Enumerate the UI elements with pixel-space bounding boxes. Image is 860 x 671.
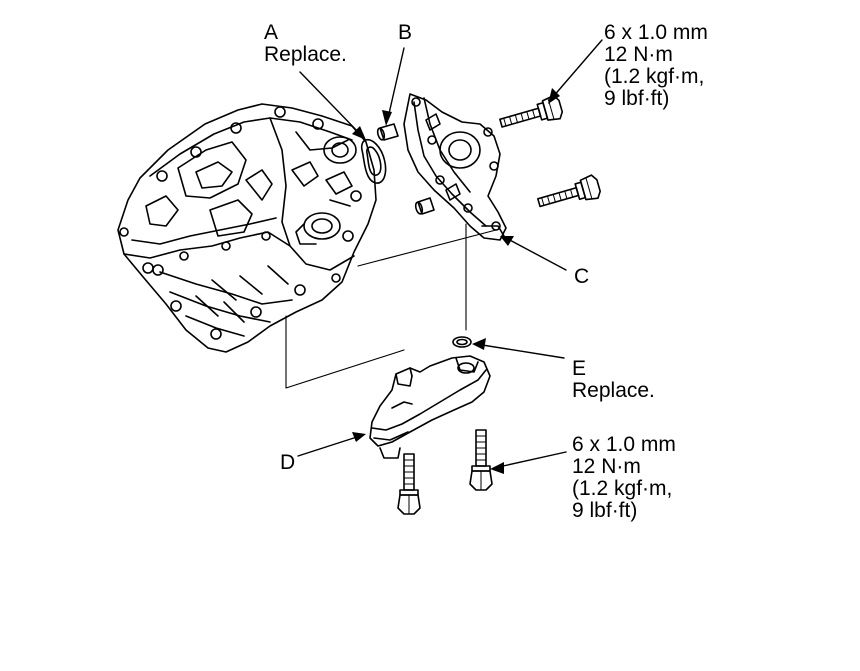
torque-spec-bottom: 6 x 1.0 mm 12 N·m (1.2 kgf·m, 9 lbf·ft) [572, 434, 676, 522]
dowel-pin-lower [414, 197, 435, 215]
engine-block [117, 103, 377, 353]
leader-lines [297, 39, 603, 469]
alignment-lines [285, 223, 497, 389]
label-c: C [574, 266, 589, 288]
strainer-bolt-left [397, 453, 421, 515]
label-e: E Replace. [572, 358, 655, 402]
arrowheads [352, 88, 560, 474]
label-c-letter: C [574, 265, 590, 288]
torque-top-nm: 12 N·m [604, 43, 673, 66]
label-a: A Replace. [264, 22, 347, 66]
torque-spec-top: 6 x 1.0 mm 12 N·m (1.2 kgf·m, 9 lbf·ft) [604, 22, 708, 110]
torque-top-kgf: (1.2 kgf·m, [604, 65, 705, 88]
torque-bottom-lbf: 9 lbf·ft) [572, 499, 638, 522]
label-a-letter: A [264, 21, 279, 44]
label-d: D [280, 452, 295, 474]
label-e-note: Replace. [572, 379, 655, 402]
strainer-bolt-right [469, 429, 493, 491]
torque-bottom-kgf: (1.2 kgf·m, [572, 477, 673, 500]
pump-bolt-upper [499, 94, 564, 128]
torque-top-lbf: 9 lbf·ft) [604, 87, 670, 110]
torque-bottom-nm: 12 N·m [572, 455, 641, 478]
o-ring-a [360, 138, 387, 184]
label-a-note: Replace. [264, 43, 347, 66]
o-ring-e [452, 336, 472, 348]
oil-pump-c [403, 93, 507, 241]
pump-bolt-lower [537, 174, 601, 208]
label-d-letter: D [280, 451, 296, 474]
label-b-letter: B [398, 21, 413, 44]
label-e-letter: E [572, 357, 587, 380]
torque-top-size: 6 x 1.0 mm [604, 21, 708, 44]
label-b: B [398, 22, 412, 44]
torque-bottom-size: 6 x 1.0 mm [572, 433, 676, 456]
dowel-pin-b [376, 123, 399, 141]
oil-strainer-d [369, 355, 491, 459]
